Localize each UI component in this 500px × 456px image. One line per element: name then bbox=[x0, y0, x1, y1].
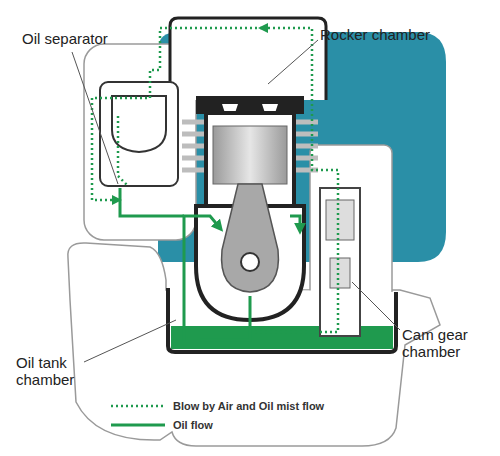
crank-pin bbox=[241, 253, 259, 271]
fin bbox=[182, 144, 206, 149]
cam-gear-chamber bbox=[320, 188, 360, 336]
part-label: Rocker chamber bbox=[320, 26, 470, 43]
mist-path bbox=[118, 116, 128, 186]
separator-cup bbox=[112, 96, 166, 152]
cam-gear bbox=[326, 200, 354, 240]
legend-text: Oil flow bbox=[173, 419, 213, 431]
piston bbox=[213, 126, 287, 184]
leader-line bbox=[352, 282, 400, 330]
leader-line bbox=[268, 40, 318, 84]
fin bbox=[182, 156, 206, 161]
legend-line bbox=[111, 405, 165, 408]
fin bbox=[294, 144, 318, 149]
fin bbox=[294, 156, 318, 161]
legend-text: Blow by Air and Oil mist flow bbox=[173, 400, 324, 412]
oil-path bbox=[120, 188, 184, 216]
oil-path bbox=[290, 216, 300, 230]
fin bbox=[182, 132, 206, 137]
legend-row: Blow by Air and Oil mist flow bbox=[110, 400, 324, 412]
fin bbox=[294, 120, 318, 125]
fin bbox=[294, 168, 318, 173]
mist-flow bbox=[92, 28, 338, 332]
mist-path bbox=[92, 28, 262, 200]
legend-sample bbox=[110, 420, 166, 430]
connecting-rod bbox=[222, 184, 279, 292]
oil-flow bbox=[120, 188, 300, 342]
leader-lines bbox=[72, 40, 400, 362]
rocker-cover bbox=[170, 18, 326, 100]
legend-sample bbox=[110, 401, 166, 411]
part-label: Oil tank chamber bbox=[16, 354, 100, 388]
legend-line bbox=[111, 424, 165, 427]
leader-line bbox=[72, 52, 118, 184]
mist-path bbox=[255, 28, 338, 332]
fin bbox=[182, 168, 206, 173]
part-label: Cam gear chamber bbox=[402, 326, 486, 360]
oil-path bbox=[200, 296, 250, 340]
legend-row: Oil flow bbox=[110, 419, 213, 431]
part-label: Oil separator bbox=[22, 30, 152, 47]
fin bbox=[294, 132, 318, 137]
leader-line bbox=[84, 320, 176, 362]
fin bbox=[182, 120, 206, 125]
cam-gear bbox=[330, 258, 350, 288]
oil-path bbox=[184, 216, 220, 342]
